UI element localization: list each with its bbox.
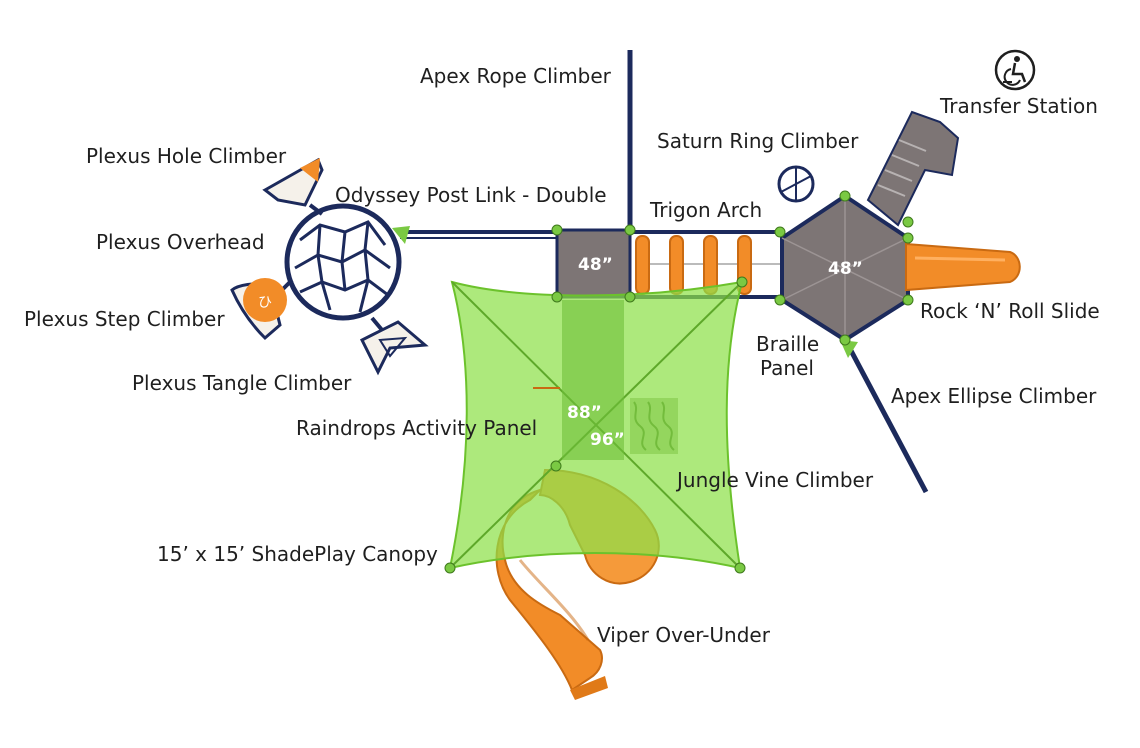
label-saturn-ring-climber: Saturn Ring Climber bbox=[657, 129, 859, 153]
saturn-ring-climber bbox=[777, 165, 815, 203]
label-apex-rope-climber: Apex Rope Climber bbox=[420, 64, 612, 88]
label-trigon-arch: Trigon Arch bbox=[649, 198, 762, 222]
rock-n-roll-slide bbox=[905, 242, 1021, 292]
svg-text:ひ: ひ bbox=[258, 295, 272, 311]
label-odyssey-post-link: Odyssey Post Link - Double bbox=[335, 183, 607, 207]
label-braille-panel-line1: Braille bbox=[756, 332, 819, 356]
label-apex-ellipse-climber: Apex Ellipse Climber bbox=[891, 384, 1097, 408]
plexus-step-climber: ひ bbox=[230, 278, 294, 341]
label-plexus-overhead: Plexus Overhead bbox=[96, 230, 265, 254]
label-shadeplay-canopy: 15’ x 15’ ShadePlay Canopy bbox=[157, 542, 438, 566]
transfer-station bbox=[866, 110, 960, 227]
label-raindrops-activity-panel: Raindrops Activity Panel bbox=[296, 416, 537, 440]
plexus-hole-climber bbox=[262, 157, 324, 216]
wheelchair-accessibility-icon bbox=[994, 49, 1036, 91]
odyssey-post-link-double bbox=[392, 226, 560, 244]
left-deck-height-label: 48” bbox=[578, 255, 613, 275]
plexus-tangle-climber bbox=[359, 316, 429, 376]
hex-deck-height-label: 48” bbox=[828, 259, 863, 279]
label-braille-panel-line2: Panel bbox=[760, 356, 814, 380]
label-rock-n-roll-slide: Rock ‘N’ Roll Slide bbox=[920, 299, 1100, 323]
label-plexus-step-climber: Plexus Step Climber bbox=[24, 307, 225, 331]
plexus-overhead bbox=[284, 203, 402, 321]
trigon-arch-bridge bbox=[630, 230, 780, 299]
label-jungle-vine-climber: Jungle Vine Climber bbox=[675, 468, 874, 492]
label-plexus-hole-climber: Plexus Hole Climber bbox=[86, 144, 287, 168]
connector-dots bbox=[444, 190, 914, 574]
label-transfer-station: Transfer Station bbox=[939, 94, 1098, 118]
center-lower-height-label: 96” bbox=[590, 430, 625, 450]
left-deck-48: 48” bbox=[555, 228, 632, 299]
label-plexus-tangle-climber: Plexus Tangle Climber bbox=[132, 371, 352, 395]
center-upper-height-label: 88” bbox=[567, 403, 602, 423]
label-viper-over-under: Viper Over-Under bbox=[597, 623, 771, 647]
shadeplay-canopy bbox=[448, 280, 744, 570]
